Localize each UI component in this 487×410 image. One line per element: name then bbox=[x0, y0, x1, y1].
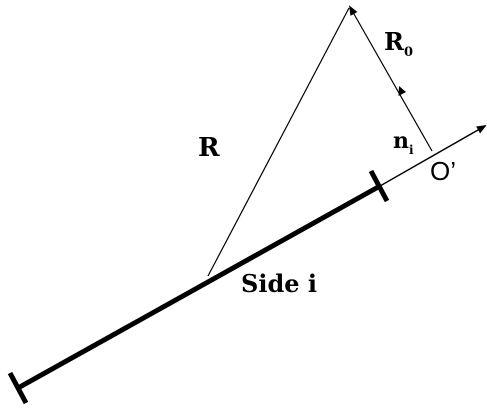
side-i-endcap-left bbox=[7, 371, 29, 405]
label-r0-main: R bbox=[384, 27, 405, 56]
label-r0-subscript: 0 bbox=[404, 45, 413, 60]
label-ni-subscript: i bbox=[409, 143, 414, 157]
side-i-endcap-right bbox=[368, 169, 390, 203]
label-r0: R0 bbox=[384, 27, 413, 60]
normal-axis bbox=[379, 125, 487, 187]
label-r: R bbox=[198, 133, 220, 163]
vector-r bbox=[207, 7, 350, 277]
label-ni-main: n bbox=[393, 128, 409, 154]
label-side-i: Side i bbox=[241, 269, 317, 298]
vector-r0-mid-arrowhead bbox=[398, 86, 406, 96]
side-i-segment bbox=[16, 183, 382, 391]
vector-r0 bbox=[349, 5, 433, 152]
label-o-prime: O’ bbox=[430, 156, 456, 186]
label-ni: ni bbox=[393, 128, 414, 157]
